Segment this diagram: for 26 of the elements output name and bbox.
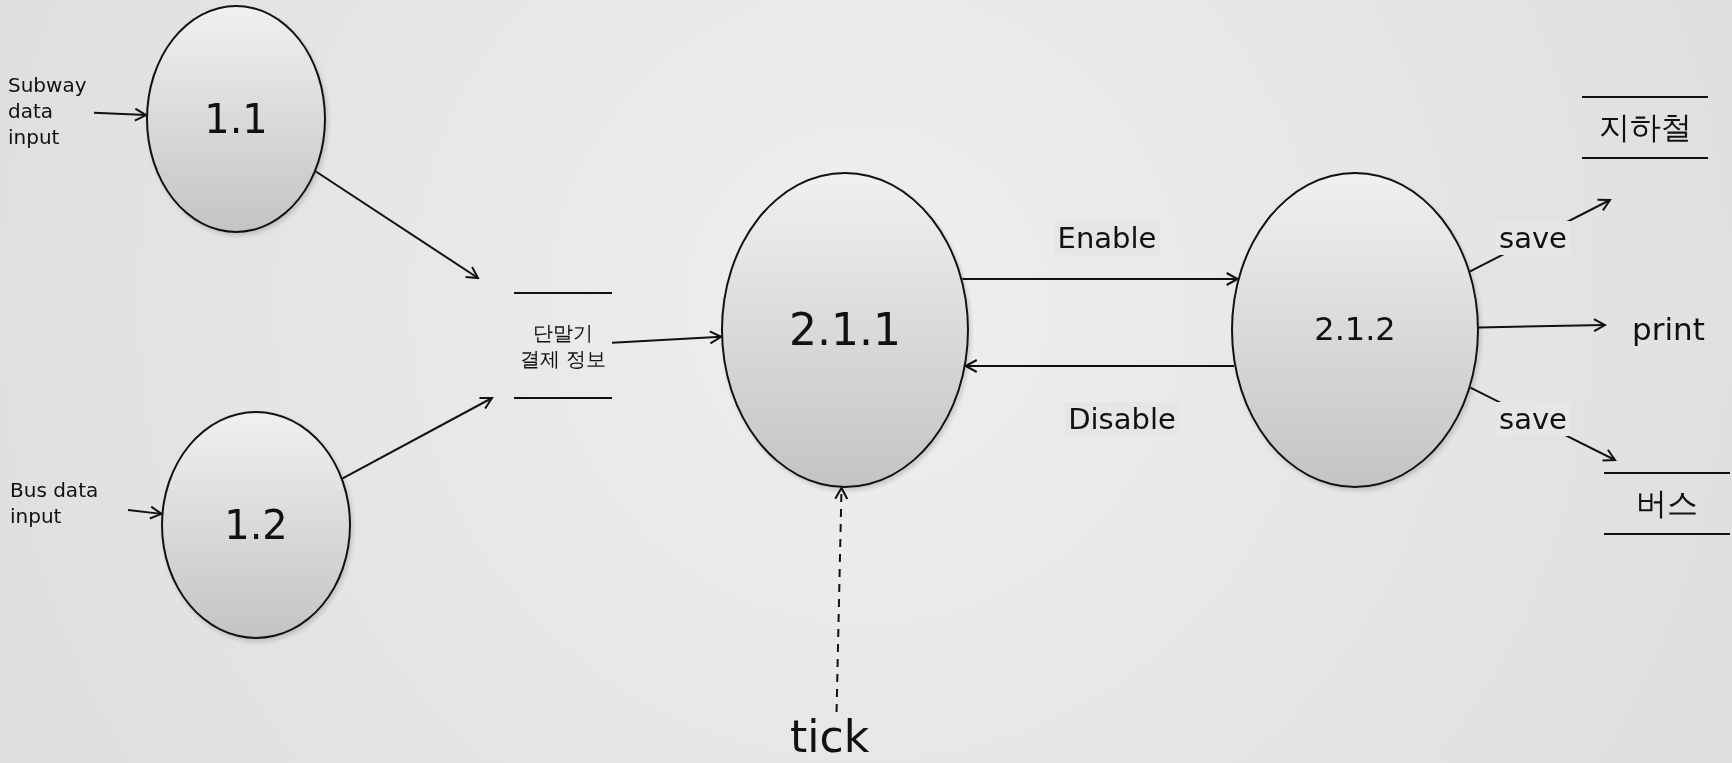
arrow: [611, 330, 723, 345]
node-label: 2.1.1: [789, 303, 901, 358]
dashed-arrow: [834, 486, 849, 713]
arrow: [341, 396, 493, 480]
node-label: 1.1: [204, 95, 268, 144]
node-label: Subway data input: [8, 72, 88, 150]
arrow: [93, 107, 148, 122]
node-label: print: [1632, 309, 1705, 349]
node-label: tick: [790, 710, 870, 763]
node-label: 버스: [1636, 484, 1698, 524]
node-label: 2.1.2: [1314, 309, 1396, 351]
edge-label: Enable: [1054, 221, 1160, 255]
data-store: [1604, 472, 1730, 535]
node-label: 1.2: [224, 501, 288, 550]
node-label: 단말기 결제 정보: [518, 319, 608, 372]
arrow: [961, 272, 1239, 286]
edge-label: Disable: [1065, 402, 1179, 436]
node-label: 지하철: [1598, 108, 1692, 148]
edge-label: save: [1496, 402, 1570, 436]
arrow: [314, 170, 479, 279]
arrow: [1478, 318, 1606, 333]
arrow: [127, 505, 163, 520]
node-label: Bus data input: [10, 477, 100, 529]
data-store: [1582, 96, 1708, 159]
data-store: [514, 292, 612, 399]
arrow: [964, 359, 1236, 373]
